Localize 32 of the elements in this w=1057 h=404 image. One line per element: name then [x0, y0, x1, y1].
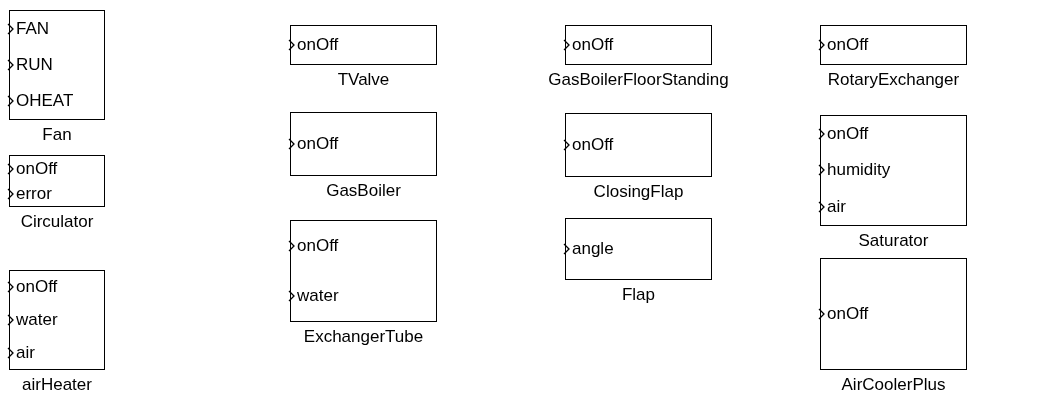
port-label: angle: [572, 239, 614, 259]
block-name: ExchangerTube: [303, 327, 424, 347]
block-name: AirCoolerPlus: [841, 375, 946, 395]
port-label: RUN: [16, 55, 53, 75]
port-label: onOff: [297, 35, 339, 55]
block-name: RotaryExchanger: [827, 70, 960, 90]
port-label: onOff: [572, 35, 614, 55]
port-label: air: [16, 342, 35, 363]
port-label: water: [16, 310, 58, 330]
port-label: humidity: [827, 160, 891, 181]
port-label: onOff: [827, 304, 869, 324]
block-name: GasBoilerFloorStanding: [548, 70, 729, 90]
block-name: Saturator: [858, 231, 929, 251]
block-name: Fan: [42, 125, 72, 145]
block-name: TValve: [337, 70, 390, 90]
port-label: onOff: [827, 35, 869, 55]
port-label: onOff: [572, 135, 614, 155]
port-label: FAN: [16, 19, 50, 39]
port-label: onOff: [827, 124, 869, 145]
port-label: water: [297, 286, 339, 306]
port-label: onOff: [297, 134, 339, 154]
port-label: onOff: [297, 236, 339, 256]
block-name: Circulator: [20, 212, 94, 232]
block-name: ClosingFlap: [593, 182, 684, 202]
block-name: airHeater: [22, 375, 92, 395]
port-label: onOff: [16, 277, 58, 298]
port-label: error: [16, 183, 52, 204]
block-name: GasBoiler: [326, 181, 401, 201]
port-label: air: [827, 196, 846, 217]
block-name: Flap: [621, 285, 656, 305]
port-label: OHEAT: [16, 91, 74, 111]
port-label: onOff: [16, 158, 58, 179]
